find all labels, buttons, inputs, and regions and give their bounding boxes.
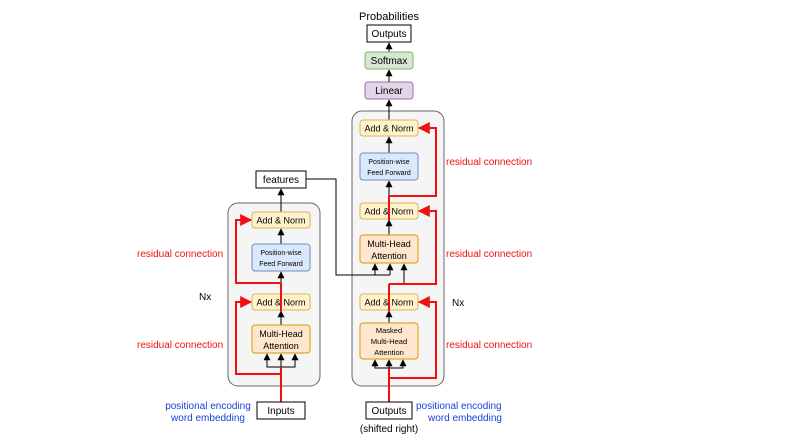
decoder-add-norm-top-label: Add & Norm [364, 124, 413, 134]
decoder-residual-top-label: residual connection [446, 157, 532, 168]
encoder-mha-line1: Multi-Head [259, 329, 303, 339]
encoder-word-embedding-label: word embedding [170, 413, 245, 424]
decoder-ffn-box [359, 152, 419, 181]
encoder-ffn-line2: Feed Forward [259, 261, 303, 268]
decoder-masked-mha-box [359, 322, 419, 360]
decoder-masked-line2: Multi-Head [371, 337, 407, 346]
features-label: features [263, 175, 299, 186]
decoder-mha-line2: Attention [371, 251, 407, 261]
inputs-box [256, 401, 306, 420]
decoder-ffn-line1: Position-wise [368, 159, 409, 166]
decoder-pos-encoding-label: positional encoding [416, 401, 502, 412]
encoder-add-norm-top-label: Add & Norm [256, 216, 305, 226]
decoder-residual-mid-label: residual connection [446, 249, 532, 260]
decoder-outputs-box [365, 401, 413, 420]
encoder-ffn-box [251, 243, 311, 272]
linear-label: Linear [375, 86, 403, 97]
decoder-nx-label: Nx [452, 298, 464, 309]
linear-box [364, 81, 414, 100]
encoder-residual-bottom-label: residual connection [137, 340, 223, 351]
encoder-mha-line2: Attention [263, 341, 299, 351]
outputs-top-label: Outputs [371, 29, 406, 40]
encoder-pos-encoding-label: positional encoding [165, 401, 251, 412]
decoder-masked-line1: Masked [376, 326, 402, 335]
encoder-residual-lines [235, 214, 282, 402]
decoder-residual-lines [388, 122, 437, 402]
encoder-mha-box [251, 324, 311, 354]
softmax-box [364, 51, 414, 70]
encoder-nx-label: Nx [199, 292, 211, 303]
decoder-ffn-line2: Feed Forward [367, 170, 411, 177]
inputs-label: Inputs [267, 406, 294, 417]
softmax-label: Softmax [371, 56, 408, 67]
encoder-residual-top-label: residual connection [137, 249, 223, 260]
decoder-residual-bottom-label: residual connection [446, 340, 532, 351]
decoder-mha-box [359, 234, 419, 264]
probabilities-label: Probabilities [359, 11, 419, 23]
decoder-outputs-label: Outputs [371, 406, 406, 417]
encoder-to-decoder-line [306, 178, 390, 276]
decoder-mha-line1: Multi-Head [367, 239, 411, 249]
decoder-word-embedding-label: word embedding [427, 413, 502, 424]
encoder-ffn-line1: Position-wise [260, 250, 301, 257]
decoder-masked-line3: Attention [374, 348, 404, 357]
shifted-right-label: (shifted right) [360, 424, 418, 435]
outputs-top-box [366, 24, 412, 43]
